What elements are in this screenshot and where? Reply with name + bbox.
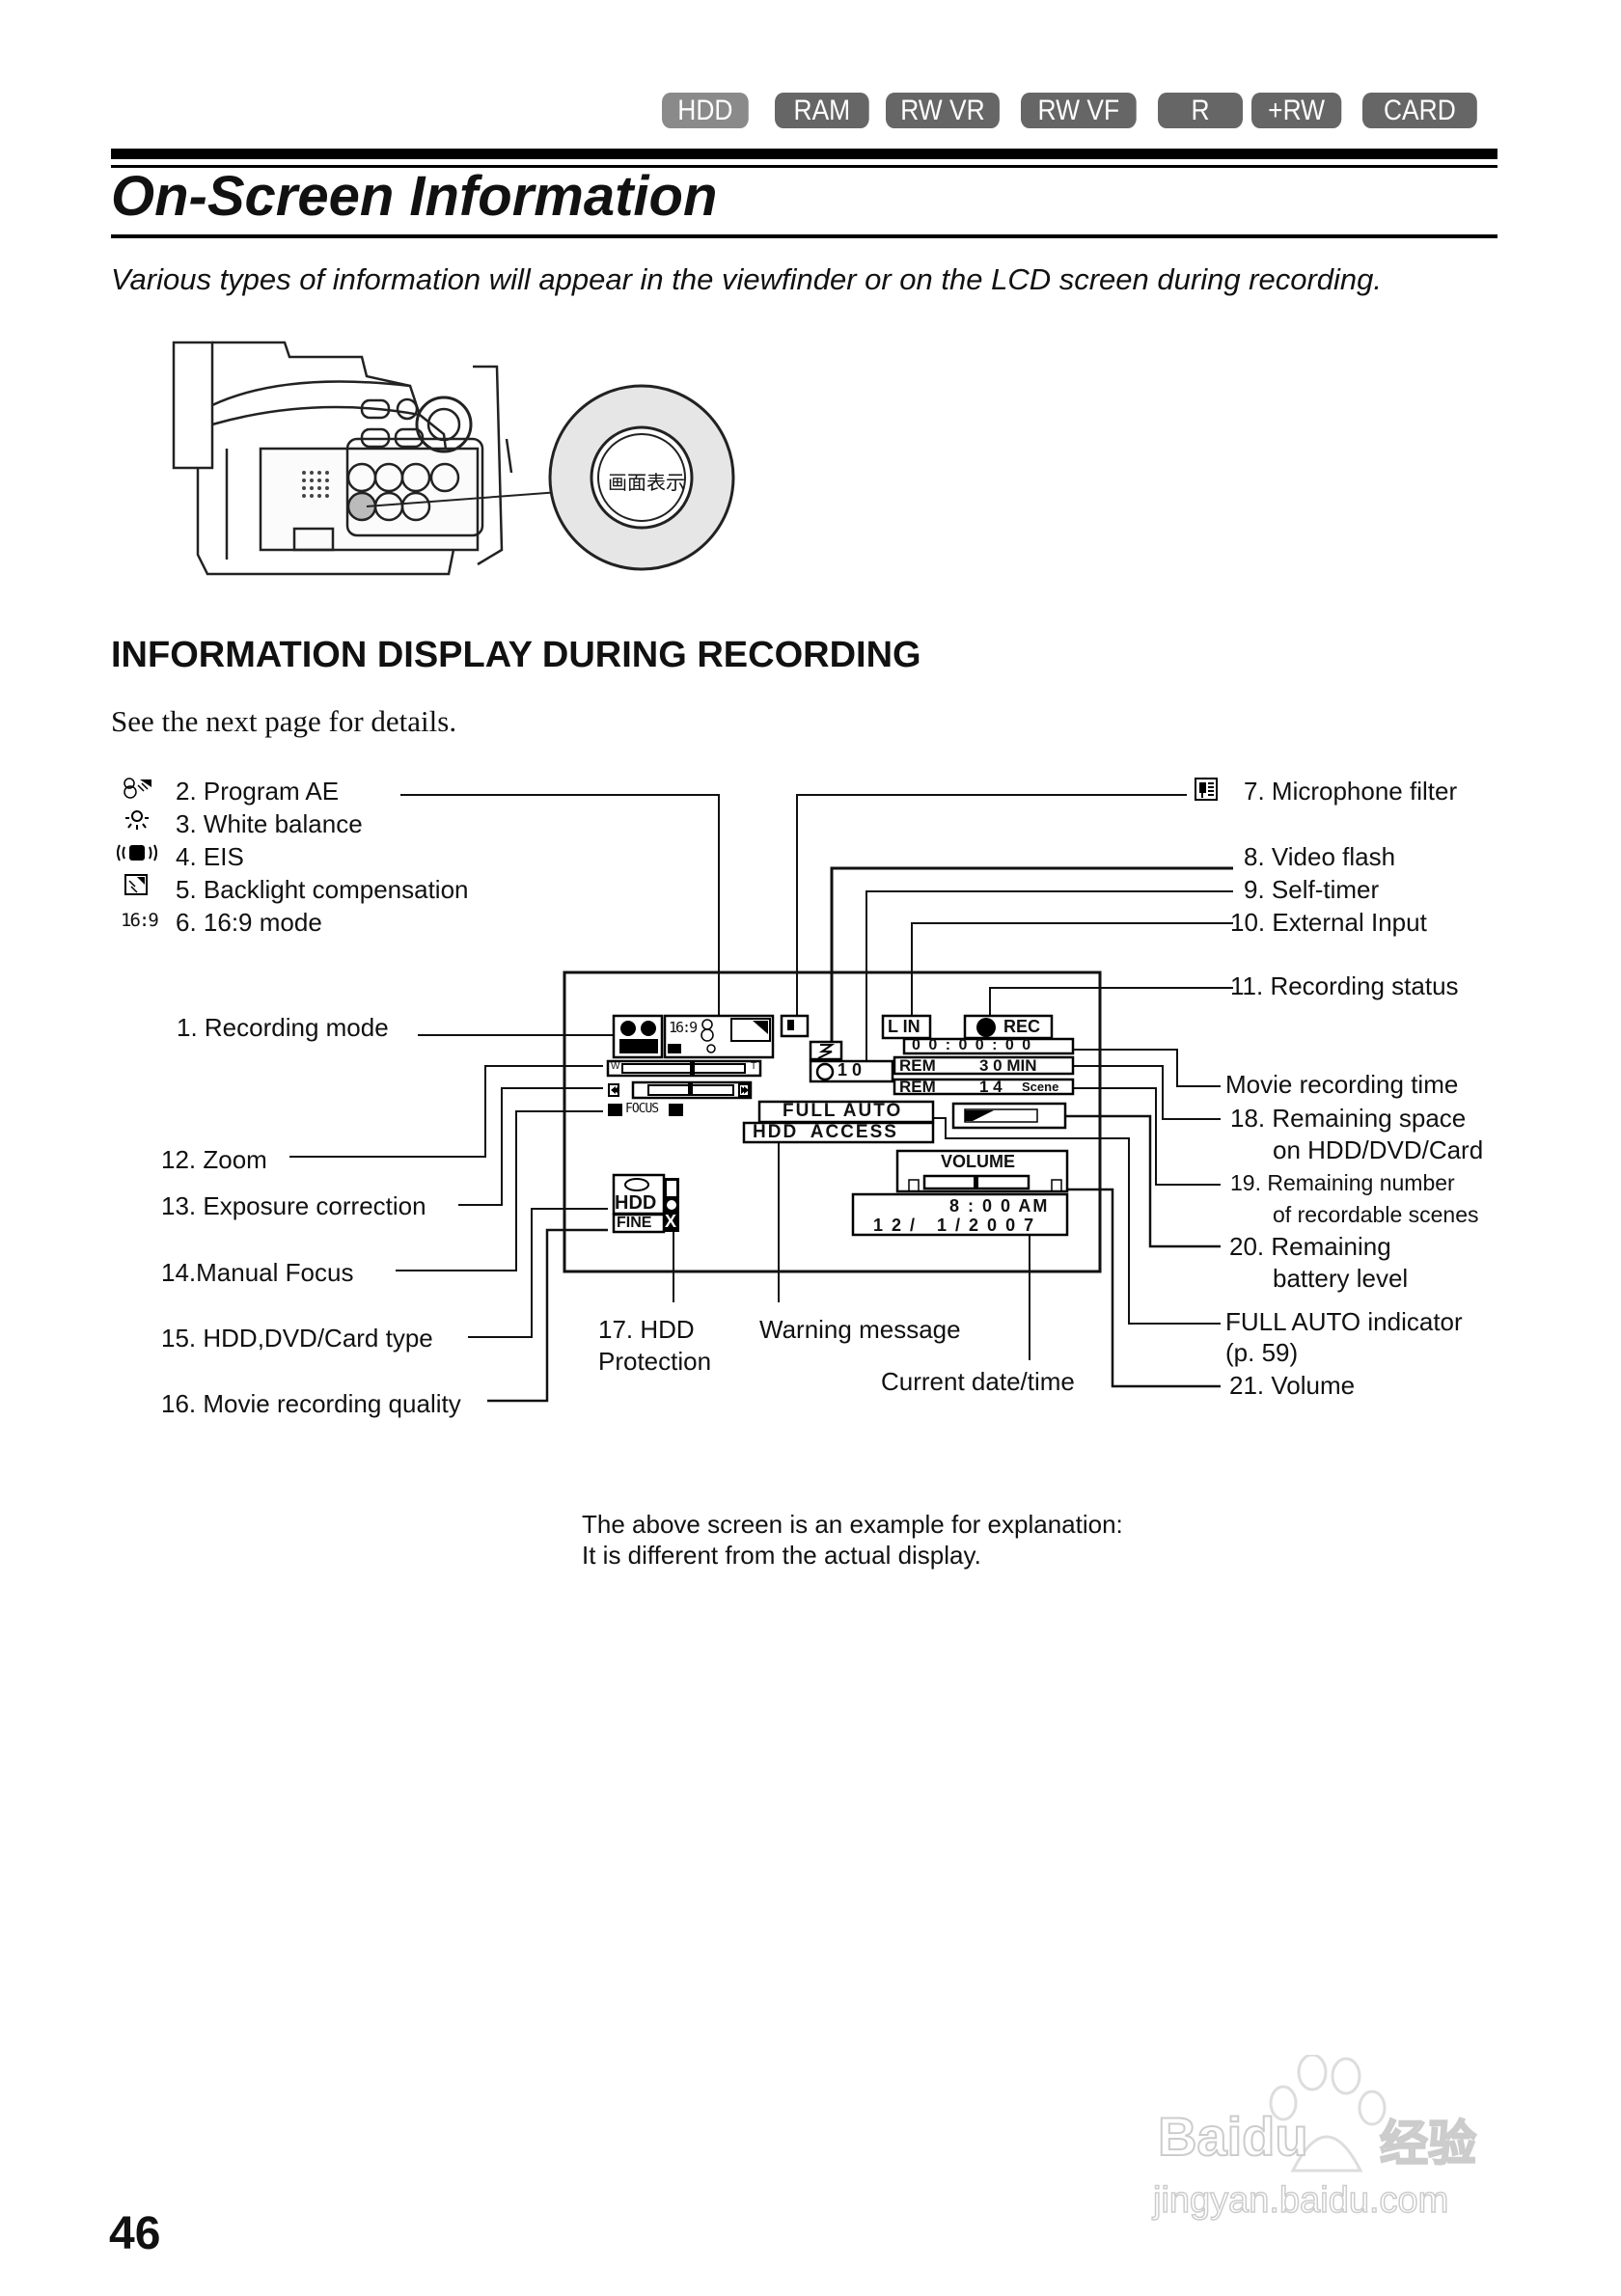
label-quality: 16. Movie recording quality [161, 1389, 461, 1418]
note-line-1: The above screen is an example for expla… [582, 1510, 1123, 1539]
label-movie-time: Movie recording time [1225, 1070, 1459, 1099]
screen-hdd-access-text: HDD ACCESS [753, 1122, 898, 1142]
screen-full-auto-text: FULL AUTO [783, 1101, 903, 1121]
camcorder-illustration [172, 341, 735, 576]
label-rem-scenes: 19. Remaining number [1230, 1170, 1455, 1195]
label-external-input: 10. External Input [1230, 908, 1427, 937]
eis-icon [117, 844, 157, 861]
screen-date-text: 1 2 / 1 / 2 0 0 7 [873, 1216, 1036, 1235]
label-rem-scenes-2: of recordable scenes [1273, 1202, 1479, 1227]
tab-r[interactable]: R [1158, 93, 1243, 128]
screen-timecode [902, 1037, 1075, 1055]
screen-eis-icon [668, 1044, 681, 1053]
label-rec-status: 11. Recording status [1230, 971, 1459, 1000]
screen-protection-x: X [665, 1212, 677, 1231]
settings-icon-group [663, 1014, 775, 1059]
label-volume: 21. Volume [1229, 1371, 1356, 1400]
watermark-url: jingyan.baidu.com [1152, 2179, 1449, 2222]
label-video-flash: 8. Video flash [1244, 842, 1396, 871]
tab-hdd[interactable]: HDD [662, 93, 749, 128]
legend-backlight: 5. Backlight compensation [176, 875, 469, 904]
screen-rec-text: REC [1003, 1017, 1041, 1036]
legend-white-balance: 3. White balance [176, 809, 363, 838]
label-warning: Warning message [759, 1315, 961, 1344]
watermark-brand-cn: 经验 [1379, 2116, 1477, 2172]
label-media-type: 15. HDD,DVD/Card type [161, 1324, 433, 1353]
screen-white-balance-icon [706, 1044, 716, 1053]
tab-rw-vf[interactable]: RW VF [1021, 93, 1137, 128]
label-datetime: Current date/time [881, 1367, 1075, 1396]
screen-aspect-text: 16:9 [669, 1019, 698, 1036]
section-heading: INFORMATION DISPLAY DURING RECORDING [111, 635, 921, 675]
explanation-note: The above screen is an example for expla… [582, 1509, 1123, 1571]
screen-rem-scenes-text: 1 4 [979, 1078, 1003, 1096]
intro-text: Various types of information will appear… [111, 262, 1383, 296]
tab-ram[interactable]: RAM [775, 93, 869, 128]
mic-filter-icon [1195, 778, 1218, 801]
screen-rem-label: REM [899, 1056, 936, 1075]
screen-quality-text: FINE [617, 1215, 652, 1231]
white-balance-icon [125, 810, 149, 830]
label-zoom: 12. Zoom [161, 1145, 267, 1174]
page-number: 46 [109, 2208, 161, 2259]
program-ae-icon [124, 778, 151, 799]
label-mic-filter: 7. Microphone filter [1244, 777, 1458, 806]
screen-mic-filter-icon [780, 1014, 810, 1038]
label-focus: 14.Manual Focus [161, 1258, 354, 1287]
screen-rem-space [893, 1055, 1075, 1076]
screen-line-in-text: L IN [888, 1017, 920, 1036]
aspect-16-9-icon: 16:9 [121, 910, 159, 931]
screen-rem-time: 3 0 MIN [979, 1056, 1037, 1075]
header-bar [111, 149, 1497, 159]
screen-rem-label-2: REM [899, 1078, 936, 1096]
tab-plus-rw[interactable]: +RW [1251, 93, 1342, 128]
page-title: On-Screen Information [111, 165, 718, 228]
label-exposure: 13. Exposure correction [161, 1191, 426, 1220]
label-self-timer: 9. Self-timer [1244, 875, 1380, 904]
screen-scene-word: Scene [1022, 1080, 1059, 1094]
screen-media-text: HDD [615, 1192, 657, 1214]
screen-contents [606, 1014, 1075, 1237]
label-rem-space-2: on HDD/DVD/Card [1273, 1135, 1484, 1164]
screen-self-timer-text: 1 0 [838, 1060, 863, 1080]
screen-datetime [851, 1192, 1069, 1237]
label-recording-mode: 1. Recording mode [177, 1013, 389, 1042]
screen-focus-text: FOCUS [625, 1102, 659, 1116]
title-rule [111, 234, 1497, 238]
tab-card[interactable]: CARD [1362, 93, 1477, 128]
legend-16-9: 6. 16:9 mode [176, 908, 322, 937]
label-rem-space: 18. Remaining space [1230, 1104, 1467, 1133]
label-full-auto-page: (p. 59) [1225, 1338, 1299, 1367]
tab-rw-vr[interactable]: RW VR [886, 93, 1000, 128]
screen-zoom-t: T [751, 1061, 757, 1072]
screen-time-text: 8 : 0 0 AM [949, 1196, 1050, 1216]
label-hdd-protection: 17. HDD [598, 1315, 695, 1344]
label-hdd-protection-2: Protection [598, 1347, 712, 1376]
baidu-paw-logo [1269, 2053, 1387, 2173]
header-rule [111, 165, 1497, 168]
backlight-icon [124, 874, 148, 895]
see-next-page: See the next page for details. [111, 704, 457, 738]
screen-focus-right [669, 1104, 683, 1116]
screen-volume [895, 1149, 1069, 1193]
label-battery: 20. Remaining [1229, 1232, 1391, 1261]
baidu-watermark: Baidu 经验 jingyan.baidu.com [1148, 2053, 1553, 2233]
display-button-label: 画面表示 [608, 473, 685, 494]
screen-rem-scenes [893, 1078, 1075, 1096]
label-full-auto: FULL AUTO indicator [1225, 1307, 1463, 1336]
screen-volume-text: VOLUME [941, 1152, 1016, 1171]
legend-eis: 4. EIS [176, 842, 244, 871]
label-battery-2: battery level [1273, 1264, 1409, 1293]
screen-backlight-icon [730, 1018, 771, 1042]
note-line-2: It is different from the actual display. [582, 1541, 981, 1570]
screen-hdd-access [742, 1121, 935, 1144]
watermark-brand: Baidu [1157, 2105, 1309, 2168]
screen-zoom-w: W [611, 1061, 620, 1072]
screen-focus-left [608, 1104, 622, 1116]
legend-program-ae: 2. Program AE [176, 777, 340, 806]
screen-timecode-text: 0 0 : 0 0 : 0 0 [912, 1037, 1033, 1053]
